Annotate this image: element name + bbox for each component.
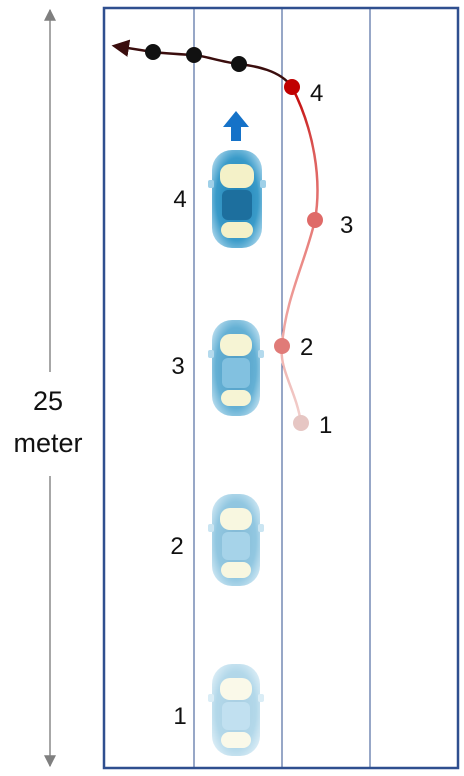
car-icon [208, 320, 264, 416]
car-label: 1 [173, 703, 186, 730]
road-border [102, 6, 460, 770]
scale-indicator: 25 meter [13, 8, 83, 768]
predicted-point [231, 56, 247, 72]
car-3 [208, 320, 264, 416]
predicted-point [145, 44, 161, 60]
trajectory-point [307, 212, 323, 228]
trajectory-point-label: 4 [310, 80, 323, 107]
car-label: 2 [170, 533, 183, 560]
up-arrow-icon [223, 111, 249, 141]
car-4 [208, 150, 266, 248]
car-1 [208, 664, 264, 756]
predicted-trajectory-line [111, 39, 294, 88]
trajectory-point-label: 3 [340, 212, 353, 239]
trajectory-point [284, 79, 300, 95]
trajectory-point [274, 338, 290, 354]
trajectory-point [293, 415, 309, 431]
scale-value: 25 [33, 386, 63, 416]
car-icon [208, 150, 266, 248]
car-label: 3 [171, 353, 184, 380]
trajectory-point-label: 2 [300, 334, 313, 361]
road [102, 6, 460, 770]
trajectory-line [280, 86, 319, 424]
scale-unit: meter [13, 428, 82, 458]
car-2 [208, 494, 264, 586]
car-icon [208, 664, 264, 756]
predicted-point [186, 47, 202, 63]
car-label: 4 [173, 186, 186, 213]
trajectory: 1 2 3 4 [111, 39, 353, 439]
trajectory-point-label: 1 [319, 412, 332, 439]
car-icon [208, 494, 264, 586]
